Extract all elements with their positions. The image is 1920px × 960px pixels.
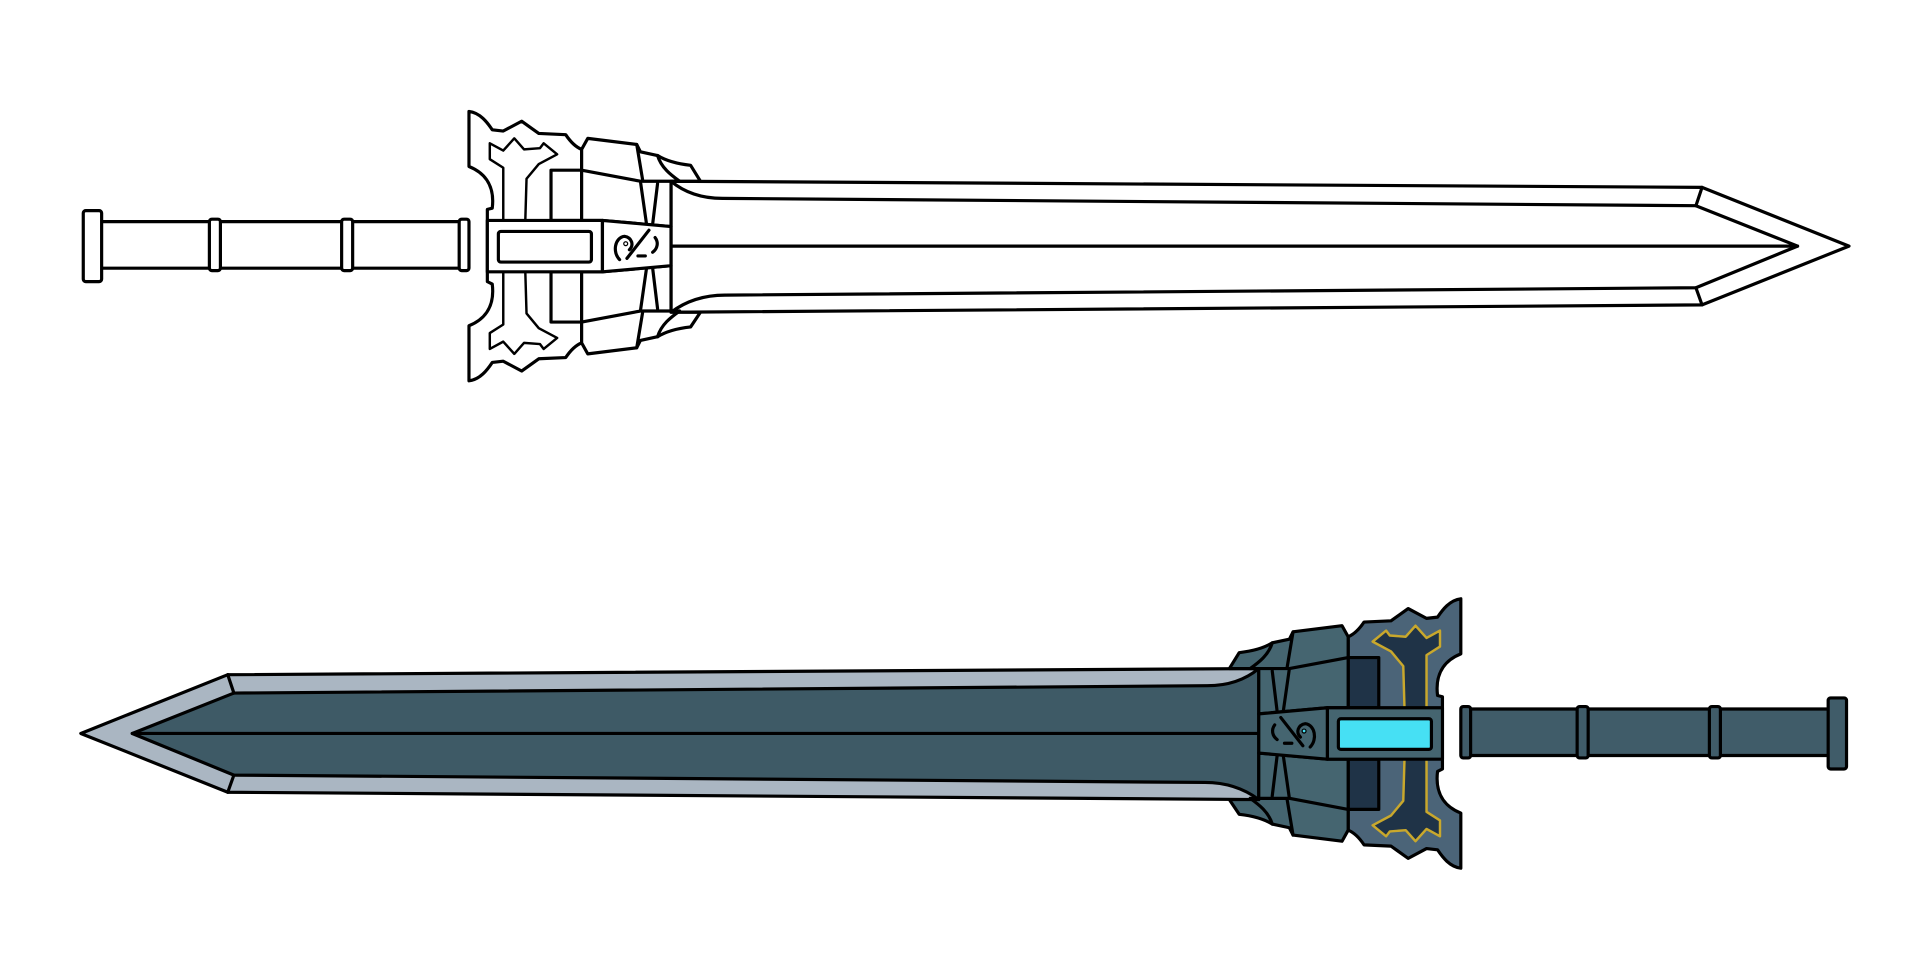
sword-line-art (81, 109, 1851, 383)
sword-colored (79, 597, 1849, 870)
